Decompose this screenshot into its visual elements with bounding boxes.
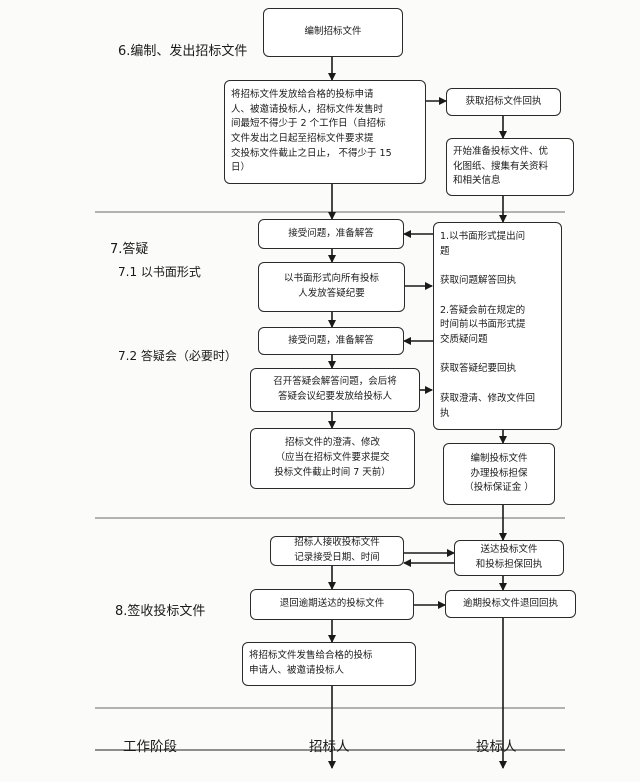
issue-qa-minutes-box: 以书面形式向所有投标 人发放答疑纪要 <box>258 262 405 312</box>
tender-docs-receipt-box: 获取招标文件回执 <box>446 88 561 116</box>
compile-bid-docs-box: 编制投标文件 办理投标担保 （投标保证金 ） <box>443 443 555 505</box>
hold-qa-meeting-box: 召开答疑会解答问题，会后将 答疑会议纪要发放给投标人 <box>250 368 420 412</box>
footer-tenderer-label: 招标人 <box>309 739 350 755</box>
footer-phase-label: 工作阶段 <box>123 739 177 755</box>
prepare-bid-box: 开始准备投标文件、优 化图纸、搜集有关资料 和相关信息 <box>446 138 574 196</box>
sell-tender-docs-box: 将招标文件发售给合格的投标 申请人、被邀请投标人 <box>242 642 416 686</box>
deliver-bid-docs-box: 送达投标文件 和投标担保回执 <box>454 540 564 576</box>
receive-questions-box-2: 接受问题，准备解答 <box>258 327 404 355</box>
stage-label-7-2: 7.2 答疑会（必要时） <box>118 349 237 363</box>
arrows <box>328 57 507 769</box>
issue-tender-docs-box: 将招标文件发放给合格的投标申请 人、被邀请投标人，招标文件发售时 间最短不得少于… <box>224 80 426 184</box>
compile-tender-docs-box: 编制招标文件 <box>263 8 403 57</box>
receive-questions-box-1: 接受问题，准备解答 <box>258 219 404 249</box>
late-bid-return-receipt-box: 逾期投标文件退回回执 <box>445 590 576 618</box>
clarify-modify-box: 招标文件的澄清、修改 （应当在招标文件要求提交 投标文件截止时间 7 天前） <box>250 428 415 489</box>
stage-label-8: 8.签收投标文件 <box>115 604 206 619</box>
stage-label-6: 6.编制、发出招标文件 <box>118 44 248 59</box>
bidder-questions-box: 1.以书面形式提出问 题 获取问题解答回执 2.答疑会前在规定的 时间前以书面形… <box>433 222 562 430</box>
footer-bidder-label: 投标人 <box>476 739 517 755</box>
stage-label-7: 7.答疑 <box>110 242 149 257</box>
return-late-bids-box: 退回逾期送达的投标文件 <box>250 589 414 620</box>
stage-label-7-1: 7.1 以书面形式 <box>118 265 201 279</box>
receive-bid-docs-box: 招标人接收投标文件 记录接受日期、时间 <box>270 536 404 566</box>
